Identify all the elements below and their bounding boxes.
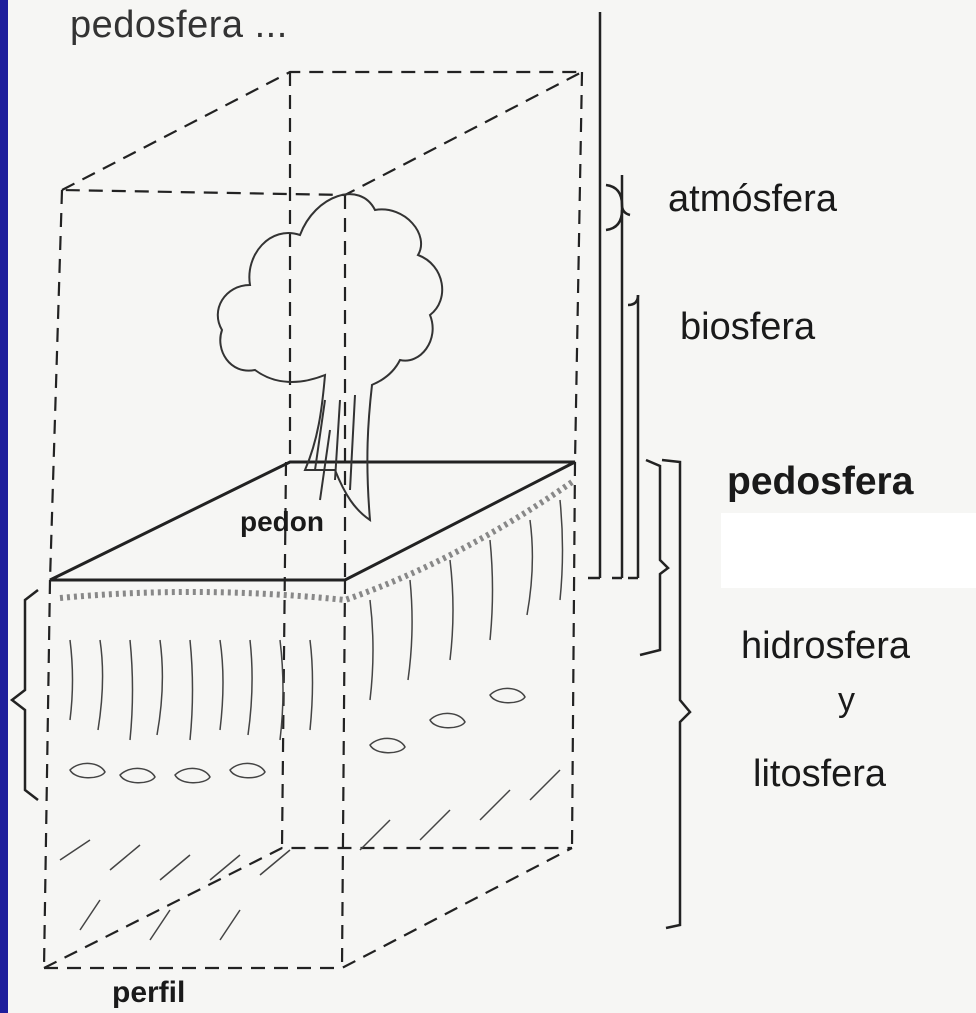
label-lithosphere: litosfera bbox=[753, 755, 886, 793]
back-prism-outline bbox=[50, 72, 582, 580]
label-pedosphere: pedosfera bbox=[727, 462, 913, 501]
diagram-title: pedosfera ... bbox=[70, 6, 288, 44]
label-pedon: pedon bbox=[240, 508, 324, 536]
label-and: y bbox=[838, 683, 855, 717]
redaction-box bbox=[721, 513, 976, 588]
label-profile: perfil bbox=[112, 978, 185, 1008]
label-atmosphere: atmósfera bbox=[668, 180, 837, 218]
soil-texture bbox=[60, 480, 575, 940]
label-biosphere: biosfera bbox=[680, 308, 815, 346]
tree-illustration bbox=[218, 194, 442, 520]
label-hydrosphere: hidrosfera bbox=[741, 627, 910, 665]
soil-prism-outline bbox=[44, 462, 575, 968]
